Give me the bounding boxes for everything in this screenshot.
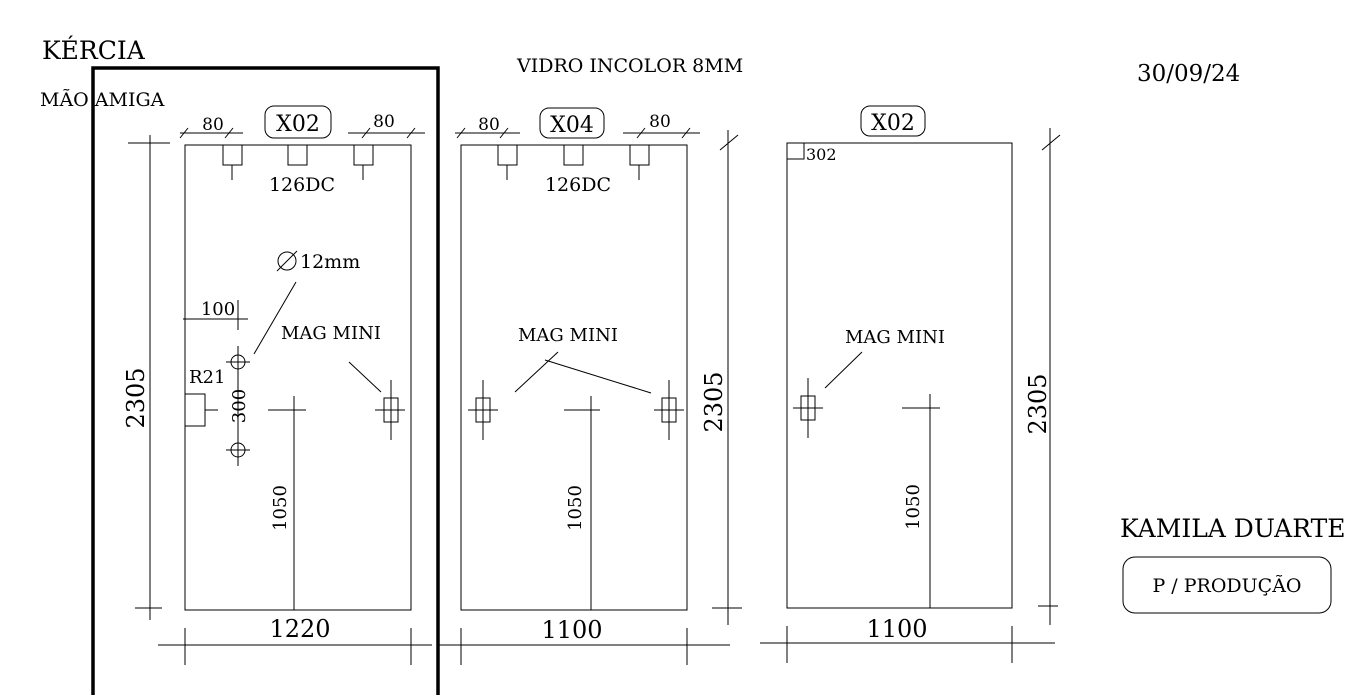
panel-height: 2305 xyxy=(122,367,150,428)
magnet-label: MAG MINI xyxy=(845,327,945,348)
designer-name: KAMILA DUARTE xyxy=(1120,514,1346,543)
panel-1: X02 80 80 126DC 2305 12mm 100 xyxy=(122,105,432,665)
hinge-cutout xyxy=(353,144,374,166)
notch-radius: R21 xyxy=(189,367,225,388)
hinge-cutout xyxy=(629,144,650,166)
hole-diameter: 12mm xyxy=(300,251,360,273)
handle-height: 1050 xyxy=(903,484,924,530)
hinge-offset-left: 80 xyxy=(478,115,500,135)
quantity-badge xyxy=(264,105,332,139)
purpose-label: P / PRODUÇÃO xyxy=(1152,575,1301,597)
hinge-type: 126DC xyxy=(269,174,335,196)
diameter-symbol-icon xyxy=(277,251,297,271)
panel-3: X02 302 2305 MAG MINI 1050 1100 xyxy=(760,105,1061,663)
panel-width: 1100 xyxy=(866,615,927,643)
leader-line xyxy=(544,359,652,394)
leader-line xyxy=(348,361,382,393)
quantity-badge xyxy=(539,107,605,139)
hinge-offset-right: 80 xyxy=(373,112,395,132)
purpose-box xyxy=(1122,556,1332,614)
client-name: KÉRCIA xyxy=(42,36,146,65)
selection-frame xyxy=(91,66,440,695)
quantity-badge xyxy=(860,105,926,137)
quantity-label: X02 xyxy=(276,112,320,137)
corner-mark xyxy=(786,142,805,160)
project-name: MÃO AMIGA xyxy=(40,89,165,111)
hinge-cutout xyxy=(497,144,518,166)
leader-line xyxy=(514,351,559,393)
handle-height: 1050 xyxy=(565,485,586,531)
panel-width: 1220 xyxy=(269,615,330,643)
material-spec: VIDRO INCOLOR 8MM xyxy=(516,55,743,77)
hinge-cutout xyxy=(222,144,243,166)
hinge-offset-left: 80 xyxy=(202,115,224,135)
drawing-date: 30/09/24 xyxy=(1137,61,1240,87)
corner-note: 302 xyxy=(806,145,837,164)
hinge-cutout xyxy=(563,144,584,166)
panel-2: X04 80 80 126DC 2305 MAG MINI 1050 xyxy=(437,107,742,665)
hole-spacing: 300 xyxy=(229,389,250,423)
glass-panel-outline xyxy=(460,144,688,611)
quantity-label: X04 xyxy=(550,113,594,138)
panel-height: 2305 xyxy=(700,371,728,432)
lock-notch xyxy=(185,393,206,427)
panel-height: 2305 xyxy=(1024,373,1052,434)
hinge-type: 126DC xyxy=(545,174,611,196)
leader-line xyxy=(253,281,297,355)
quantity-label: X02 xyxy=(871,111,915,136)
magnet-label: MAG MINI xyxy=(281,323,381,344)
hinge-offset-right: 80 xyxy=(649,112,671,132)
panel-width: 1100 xyxy=(541,616,602,644)
hole-edge-offset: 100 xyxy=(201,299,235,320)
glass-panel-outline xyxy=(786,142,1013,609)
hinge-cutout xyxy=(287,144,308,166)
magnet-label: MAG MINI xyxy=(518,325,618,346)
leader-line xyxy=(824,351,863,389)
handle-height: 1050 xyxy=(270,485,291,531)
